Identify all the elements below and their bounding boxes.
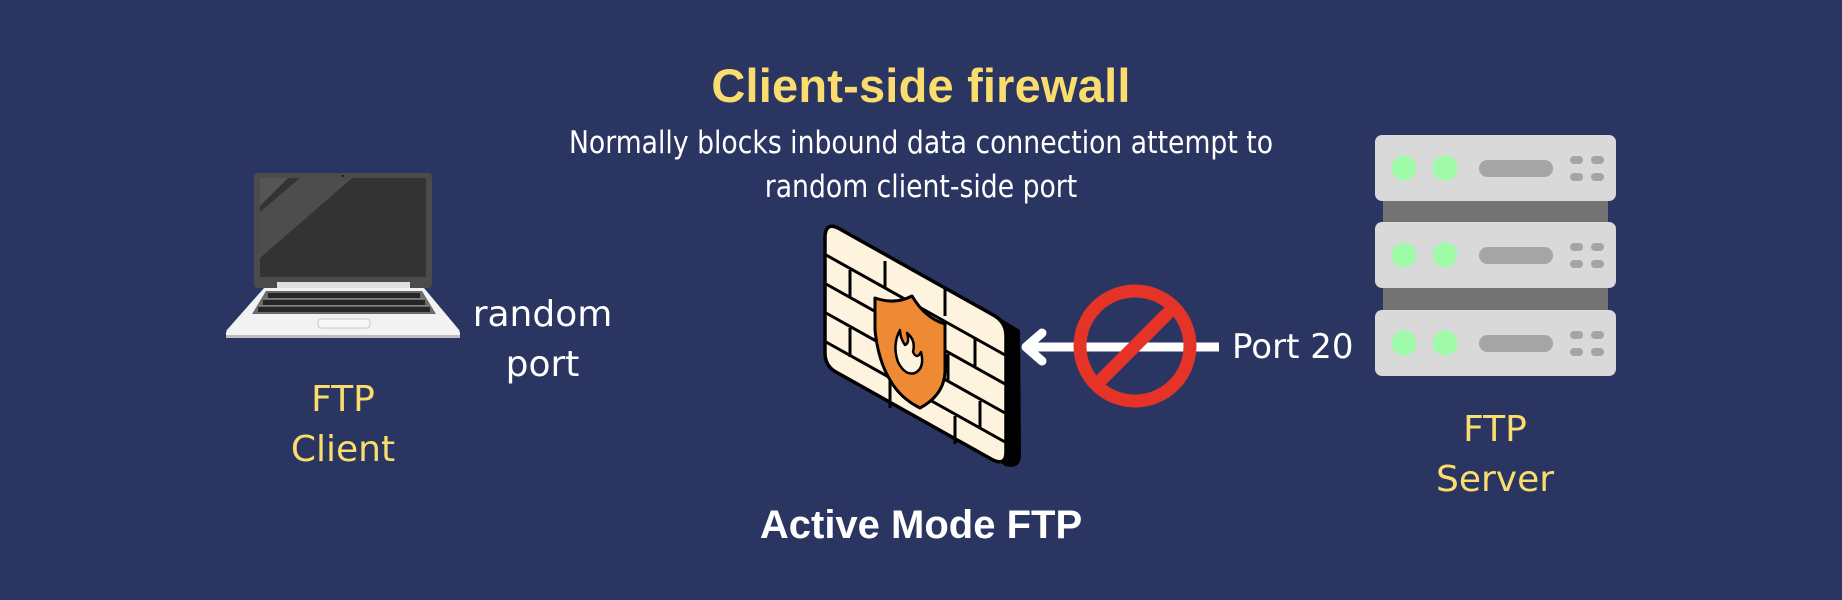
diagram-caption: Active Mode FTP xyxy=(759,503,1083,547)
client-label-line-1: FTP xyxy=(311,379,375,420)
server-label-line-1: FTP xyxy=(1463,409,1527,450)
prohibited-icon xyxy=(1073,284,1197,408)
diagram-subtitle: Normally blocks inbound data connection … xyxy=(129,121,1713,209)
diagram-title: Client-side firewall xyxy=(711,59,1131,112)
client-label-line-2: Client xyxy=(290,429,396,470)
ftp-client-label: FTP Client xyxy=(243,375,443,475)
subtitle-line-1: Normally blocks inbound data connection … xyxy=(568,125,1274,161)
random-port-line-1: random xyxy=(472,294,613,335)
shield-flame-icon xyxy=(873,294,947,410)
random-port-line-2: port xyxy=(505,344,580,385)
server-port-label: Port 20 xyxy=(1232,327,1354,367)
ftp-server-label: FTP Server xyxy=(1395,405,1595,505)
client-random-port-label: random port xyxy=(460,290,625,390)
server-label-line-2: Server xyxy=(1435,459,1555,500)
subtitle-line-2: random client-side port xyxy=(764,169,1078,205)
arrow-left-icon xyxy=(1021,328,1219,366)
